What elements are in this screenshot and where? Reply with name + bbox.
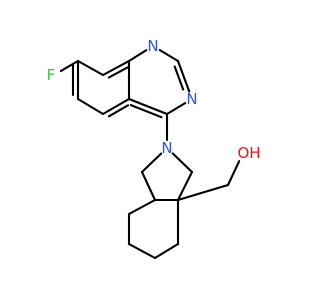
bond-c8-c8a-double: [107, 66, 129, 79]
bond-c8-c8a: [101, 59, 131, 77]
nitrogen-atom-label-upper: N: [147, 37, 158, 55]
bond-c7-c8: [76, 59, 105, 77]
bond-c5-c6: [127, 242, 157, 260]
bond-c6-c7: [153, 242, 180, 260]
bond-c1-c7a: [176, 170, 194, 202]
nitrogen-atom-label-lower: N: [186, 90, 197, 108]
bond-n-c1: [171, 152, 194, 174]
bond-c2-n3-double: [173, 65, 185, 91]
bond-ch2-oh: [226, 160, 241, 187]
bond-c5-c6: [76, 97, 105, 116]
molecule-structure: F N N N OH: [47, 37, 261, 260]
bond-c4-c4a-double: [129, 104, 163, 119]
hydroxyl-atom-label: OH: [237, 144, 260, 162]
bond-f-c7: [59, 59, 80, 73]
nitrogen-atom-label-amine: N: [161, 139, 172, 157]
fluorine-atom-label: F: [47, 66, 56, 84]
bond-n3-c4: [165, 102, 187, 116]
atom-label-group: F N N N OH: [47, 37, 261, 162]
bond-c4-c4a: [127, 97, 169, 116]
bond-c8a-n1: [127, 49, 148, 63]
bond-c4a-c5-double: [107, 104, 130, 118]
bond-c3a-c4: [127, 198, 157, 216]
bond-c7a-ch2: [176, 183, 230, 202]
bond-n1-c2: [158, 49, 180, 63]
bond-c3a-c3: [140, 170, 157, 202]
bond-c3-n: [140, 152, 163, 174]
bond-c2-n3: [176, 59, 191, 93]
bond-c4a-c5: [101, 97, 131, 116]
bond-group: [59, 49, 241, 260]
